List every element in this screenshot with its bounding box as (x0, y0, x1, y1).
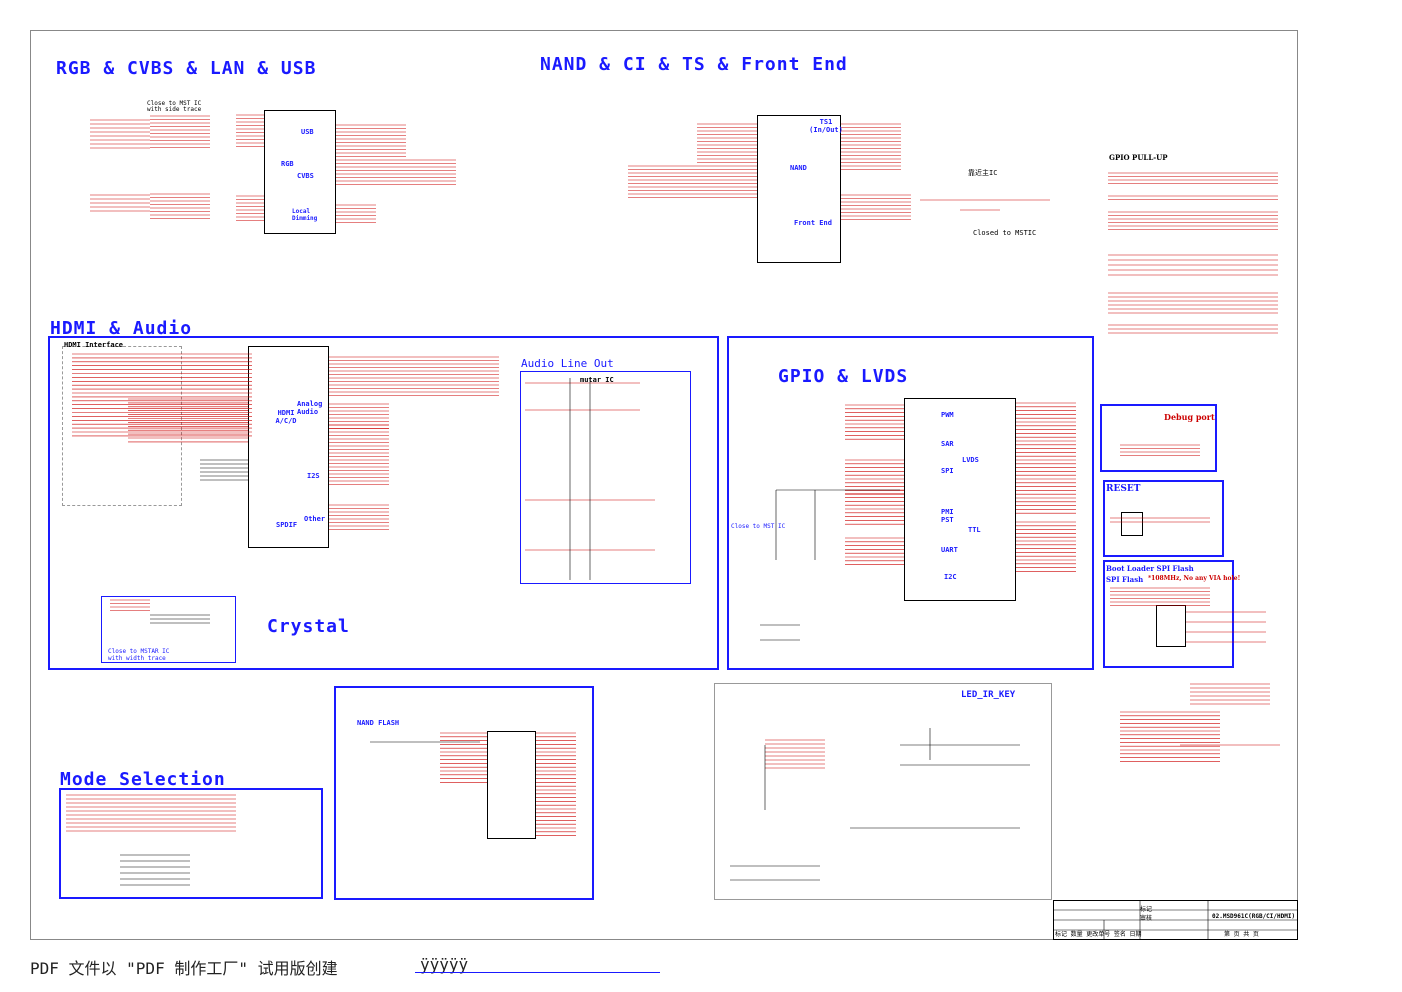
nand-flash-ic (487, 731, 536, 839)
close-to-mst-rgb-label: Close to MST IC (147, 100, 202, 107)
hdmi-interface-label: HDMI Interface (64, 341, 124, 349)
rgb-cvbs-lan-usb-title: RGB & CVBS & LAN & USB (56, 58, 317, 79)
local-dimming-label: Local Dimming (292, 208, 318, 222)
ttl-ic-label: TTL (968, 526, 981, 534)
gpio-lvds-block (727, 336, 1094, 670)
nand-ci-ts-frontend-title: NAND & CI & TS & Front End (540, 54, 848, 75)
i2c-ic-label: I2C (944, 573, 957, 581)
pdf-footer-underline (415, 972, 660, 973)
audio-line-out-block (520, 371, 691, 584)
pdf-footer-text: PDF 文件以 "PDF 制作工厂" 试用版创建 (30, 959, 338, 978)
reset-label: RESET (1106, 484, 1141, 494)
pwm-ic-label: PWM (941, 411, 954, 419)
front-end-ic-label: Front End (794, 219, 832, 227)
audio-line-out-label: Audio Line Out (521, 357, 614, 370)
gpio-lvds-ic (904, 398, 1016, 601)
reset-block (1103, 480, 1224, 557)
spi-flash-ic (1156, 605, 1186, 647)
nand-flash-label: NAND FLASH (357, 719, 400, 727)
close-to-mst-ic-label: Close to MST IC (731, 523, 786, 530)
led-ir-key-title: LED_IR_KEY (961, 690, 1016, 700)
tuner-note-label: 靠近主IC (968, 169, 998, 177)
i2s-ic-label: I2S (307, 472, 320, 480)
pmi-pst-ic-label: PMI PST (941, 508, 954, 524)
gpio-pullup-label: GPIO PULL-UP (1109, 153, 1168, 162)
crystal-close-box (101, 596, 236, 663)
boot-loader-block (1103, 560, 1234, 668)
rgb-ic-label: RGB (281, 160, 294, 168)
led-ir-key-block (714, 683, 1052, 900)
nand-flash-block (334, 686, 594, 900)
nand-ic-label: NAND (790, 164, 807, 172)
hdmi-audio-ic (248, 346, 329, 548)
debug-port-block (1100, 404, 1217, 472)
title-block: 02.MSD961C(RGB/CI/HDMI) 标记 审核 第 页 共 页 标记… (1053, 900, 1298, 940)
boot-loader-label: Boot Loader SPI Flash (1106, 564, 1194, 573)
with-width-trace-label: with width trace (108, 655, 166, 662)
with-side-trace-label: with side trace (147, 106, 202, 113)
cvbs-ic-label: CVBS (297, 172, 314, 180)
hdmi-audio-block (48, 336, 719, 670)
ts1-ic-label: TS1 (In/Out) (809, 118, 843, 134)
crystal-title: Crystal (267, 616, 350, 637)
title-block-page: 第 页 共 页 (1224, 931, 1259, 938)
usb-ic-label: USB (301, 128, 314, 136)
sar-ic-label: SAR (941, 440, 954, 448)
spi-flash-label: SPI Flash (1106, 575, 1144, 584)
title-block-cols: 标记 数量 更改单号 签名 日期 (1055, 931, 1142, 938)
mode-selection-title: Mode Selection (60, 769, 226, 790)
closed-to-mstic-label: Closed to MSTIC (973, 229, 1037, 237)
mute-ic-label: mutar IC (580, 376, 614, 384)
hdmi-audio-title: HDMI & Audio (50, 318, 193, 339)
schematic-sheet (30, 30, 1298, 940)
gpio-lvds-title: GPIO & LVDS (778, 366, 909, 387)
spi-ic-label: SPI (941, 467, 954, 475)
spi-note-label: *108MHz, No any VIA hole! (1148, 575, 1241, 582)
debug-port-label: Debug port (1164, 412, 1215, 422)
nand-ts-ic (757, 115, 841, 263)
rgb-usb-ic (264, 110, 336, 234)
title-block-row1: 标记 (1140, 906, 1153, 913)
lvds-ic-label: LVDS (962, 456, 979, 464)
title-block-doc: 02.MSD961C(RGB/CI/HDMI) (1212, 913, 1296, 920)
hdmi-ad-ic-label: HDMI A/C/D (275, 409, 297, 425)
pdf-footer-link[interactable]: ÿÿÿÿÿ (420, 955, 469, 974)
mode-selection-block (59, 788, 323, 899)
other-ic-label: Other (304, 515, 326, 523)
spdif-ic-label: SPDIF (276, 521, 298, 529)
analog-audio-ic-label: Analog Audio (297, 400, 323, 416)
close-to-mstar-ic-label: Close to MSTAR IC (108, 648, 170, 655)
uart-ic-label: UART (941, 546, 958, 554)
title-block-row2: 审核 (1140, 915, 1153, 922)
